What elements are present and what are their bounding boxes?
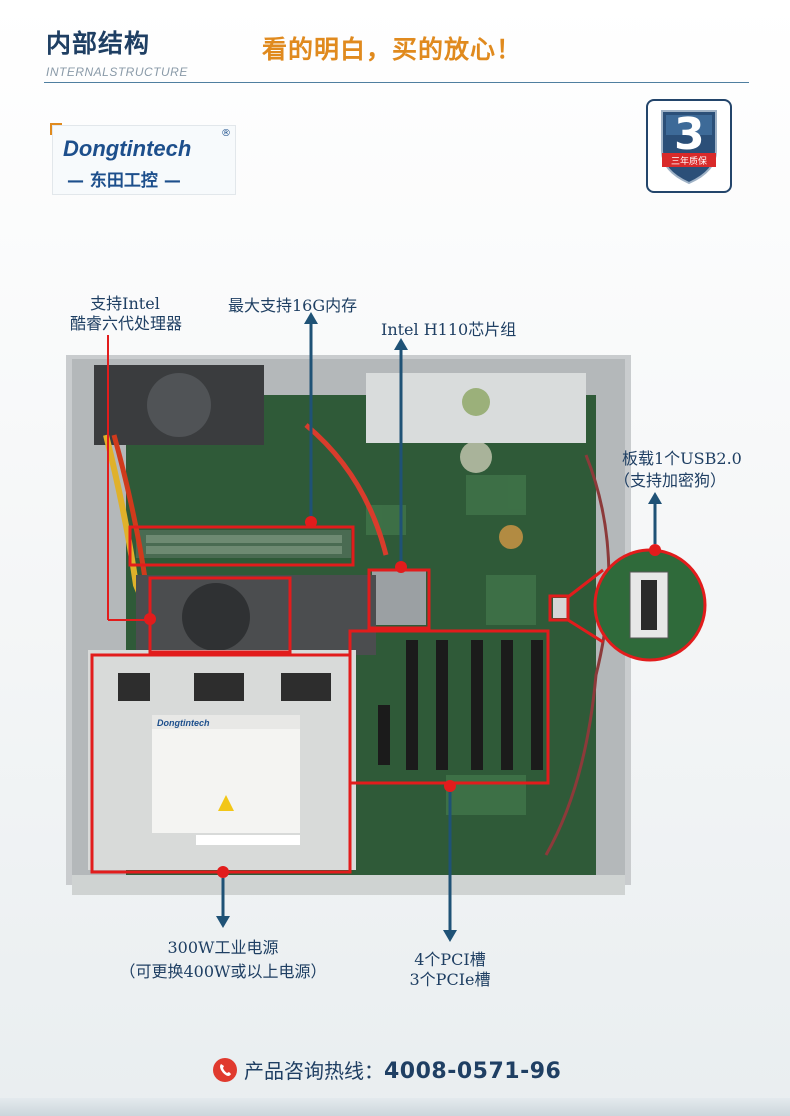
logo-brand-cn: — 东田工控 — <box>67 171 181 191</box>
callout-usb-box <box>548 594 570 622</box>
brand-logo: Dongtintech — 东田工控 — ® <box>50 123 236 195</box>
warranty-digit: 3 <box>674 109 705 160</box>
arrow-up-icon <box>648 492 662 504</box>
callout-psu-box <box>90 653 352 874</box>
hotline-label: 产品咨询热线： <box>244 1059 384 1083</box>
callout-slots-dot <box>444 780 456 792</box>
logo-registered-mark: ® <box>221 128 231 139</box>
logo-corner-mark <box>50 123 62 135</box>
label-slots-line2: 3个PCIe槽 <box>409 970 491 989</box>
phone-icon <box>213 1058 237 1082</box>
callout-chipset-dot <box>395 561 407 573</box>
callout-cpu-box <box>148 576 292 654</box>
warranty-badge: 3 三年质保 <box>646 99 732 193</box>
label-usb-line2: （支持加密狗） <box>614 471 727 490</box>
hotline-number[interactable]: 4008-0571-96 <box>384 1059 562 1084</box>
psu-label-brand: Dongtintech <box>157 718 210 728</box>
label-memory: 最大支持16G内存 <box>228 296 358 315</box>
callout-cpu-dot <box>144 613 156 625</box>
arrow-up-icon <box>394 338 408 350</box>
label-usb-line1: 板载1个USB2.0 <box>622 449 742 468</box>
section-title: 内部结构 <box>46 29 151 58</box>
callout-psu-dot <box>217 866 229 878</box>
logo-brand-en: Dongtintech <box>63 136 192 161</box>
callout-memory-box <box>128 525 355 567</box>
label-chipset: Intel H110芯片组 <box>381 320 517 339</box>
label-psu-line1: 300W工业电源 <box>167 938 279 957</box>
label-cpu-line1: 支持Intel <box>90 294 160 313</box>
footer-bar <box>0 1098 790 1116</box>
callout-memory-dot <box>305 516 317 528</box>
callout-slots-box <box>348 629 550 785</box>
arrow-down-icon <box>443 930 457 942</box>
callout-usb-leader <box>567 568 604 644</box>
slogan: 看的明白，买的放心！ <box>262 35 523 64</box>
warranty-shield-icon <box>661 110 717 185</box>
label-cpu-line2: 酷睿六代处理器 <box>69 314 182 333</box>
label-psu-line2: （可更换400W或以上电源） <box>119 962 327 981</box>
header-divider <box>44 82 749 83</box>
section-subtitle: INTERNALSTRUCTURE <box>46 65 188 79</box>
warranty-label: 三年质保 <box>670 157 707 167</box>
label-slots-line1: 4个PCI槽 <box>414 950 486 969</box>
callout-chipset-box <box>367 568 431 630</box>
callout-usb-dot <box>649 544 661 556</box>
arrow-down-icon <box>216 916 230 928</box>
arrow-up-icon <box>304 312 318 324</box>
hotline: 产品咨询热线：4008-0571-96 <box>244 1055 561 1084</box>
